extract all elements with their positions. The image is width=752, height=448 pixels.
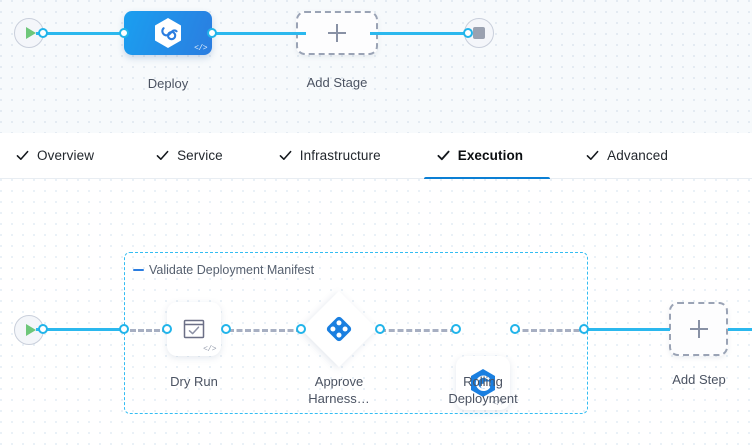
tab-active-underline <box>423 176 551 180</box>
connector-approve-to-rolling <box>380 329 456 332</box>
connector-start-to-deploy <box>36 31 126 35</box>
connector-dryrun-to-approve <box>228 329 302 332</box>
step-node-dry-run[interactable]: </> <box>167 302 221 356</box>
stage-node-deploy[interactable]: </> <box>124 11 212 55</box>
check-icon <box>156 150 169 161</box>
step-label-rolling-line2: Deployment <box>448 391 518 406</box>
connector-dot-rolling-out[interactable] <box>510 324 520 334</box>
add-stage-button[interactable] <box>296 11 378 55</box>
connector-dot-execstart-out[interactable] <box>38 324 48 334</box>
play-icon <box>25 324 36 336</box>
step-group-header[interactable]: Validate Deployment Manifest <box>133 263 314 277</box>
step-label-dry-run: Dry Run <box>170 374 218 389</box>
execution-canvas[interactable]: Validate Deployment Manifest </> Dry Run <box>0 179 752 448</box>
connector-rolling-to-groupexit <box>514 329 588 332</box>
tab-label: Overview <box>37 148 95 163</box>
connector-dot-dryrun-in[interactable] <box>162 324 172 334</box>
connector-group-to-dryrun <box>130 329 168 332</box>
connector-dot-group-in[interactable] <box>119 324 129 334</box>
checkbox-window-icon <box>182 317 206 341</box>
code-icon[interactable]: </> <box>203 345 216 354</box>
step-node-approve-harness[interactable] <box>300 290 378 368</box>
connector-dot-group-out[interactable] <box>579 324 589 334</box>
harness-hexagon-icon <box>153 17 183 49</box>
add-stage-label: Add Stage <box>306 75 368 90</box>
step-label-approve-line1: Approve <box>314 374 364 389</box>
minus-icon[interactable] <box>133 268 144 272</box>
play-icon <box>25 27 36 39</box>
connector-start-to-group <box>36 328 128 331</box>
add-step-label: Add Step <box>672 372 726 387</box>
plus-icon <box>328 24 346 42</box>
check-icon <box>586 150 599 161</box>
connector-dot-start-out[interactable] <box>38 28 48 38</box>
step-label-approve-line2: Harness… <box>308 391 370 406</box>
tab-service[interactable]: Service <box>156 133 223 179</box>
connector-dot-rolling-in[interactable] <box>451 324 461 334</box>
connector-dot-approve-in[interactable] <box>296 324 306 334</box>
connector-groupexit-to-addstep <box>588 328 670 331</box>
check-icon <box>16 150 29 161</box>
code-icon[interactable]: </> <box>194 44 207 53</box>
tab-infrastructure[interactable]: Infrastructure <box>279 133 381 179</box>
step-label-rolling-line1: Rolling <box>463 374 503 389</box>
tab-execution[interactable]: Execution <box>423 133 551 180</box>
connector-addstage-to-end <box>370 31 470 35</box>
check-icon <box>437 150 450 161</box>
stage-label-deploy: Deploy <box>147 76 189 91</box>
connector-dot-deploy-out[interactable] <box>207 28 217 38</box>
connector-dot-approve-out[interactable] <box>375 324 385 334</box>
tab-label: Infrastructure <box>299 148 381 163</box>
connector-dot-dryrun-out[interactable] <box>221 324 231 334</box>
approval-diamond-icon <box>324 314 354 344</box>
tab-advanced[interactable]: Advanced <box>586 133 668 179</box>
stage-tab-bar: Overview Service Infrastructure Executio… <box>0 133 752 180</box>
tab-label: Execution <box>457 148 524 163</box>
check-icon <box>279 150 292 161</box>
tab-overview[interactable]: Overview <box>16 133 94 179</box>
stop-icon <box>473 27 485 39</box>
tab-label: Advanced <box>607 148 668 163</box>
tab-label: Service <box>177 148 223 163</box>
connector-dot-end-in[interactable] <box>463 28 473 38</box>
connector-addstep-out <box>728 328 752 331</box>
rolling-hexagon-icon <box>469 368 497 398</box>
add-step-button[interactable] <box>669 302 728 356</box>
step-group-title: Validate Deployment Manifest <box>149 263 315 277</box>
step-node-rolling-deployment[interactable]: </> <box>456 356 510 410</box>
code-icon[interactable]: </> <box>492 399 505 408</box>
stage-canvas[interactable]: </> Deploy Add Stage <box>0 0 752 133</box>
connector-deploy-to-addstage <box>212 31 306 35</box>
plus-icon <box>689 320 708 338</box>
connector-dot-deploy-in[interactable] <box>119 28 129 38</box>
